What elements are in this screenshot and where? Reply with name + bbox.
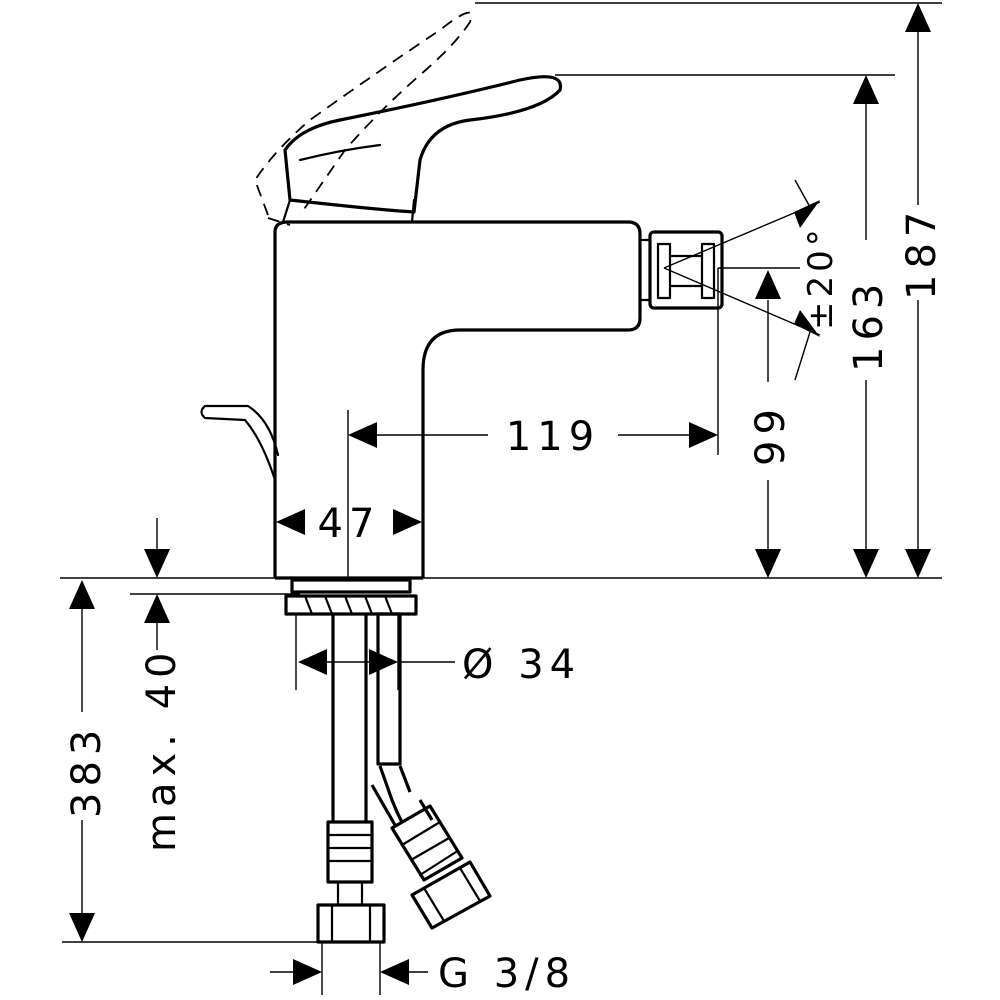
angle-label: ±20° [801, 225, 841, 330]
dimension-99: 99 [748, 270, 794, 578]
dimension-47-label: 47 [318, 501, 381, 547]
dimension-163: 163 [846, 75, 892, 578]
lever-handle-raised-outline [253, 11, 473, 226]
angle-arrow-bottom [794, 310, 820, 337]
dimension-119: 119 [348, 414, 718, 460]
reference-lines [60, 2, 942, 995]
dimension-119-label: 119 [506, 414, 600, 460]
dimension-187: 187 [899, 3, 945, 578]
dimension-diameter-34: Ø 34 [298, 642, 581, 688]
dimension-47: 47 [276, 501, 422, 547]
dimension-163-label: 163 [846, 278, 892, 372]
dimension-max-40: max. 40 [139, 518, 185, 852]
angle-indicator [663, 179, 821, 381]
dimension-187-label: 187 [899, 206, 945, 300]
pop-up-rod [200, 404, 280, 482]
dimension-g38: G 3/8 [270, 951, 576, 997]
dimension-g38-label: G 3/8 [438, 951, 576, 997]
dimension-max-40-label: max. 40 [139, 647, 185, 852]
dimension-383-label: 383 [64, 724, 110, 818]
swivel-aerator [638, 230, 724, 310]
lever-handle [283, 75, 563, 214]
supply-hoses [316, 612, 492, 944]
angle-arrow-top [794, 200, 820, 228]
mounting-fixture [284, 578, 418, 616]
dimension-diameter-34-label: Ø 34 [462, 642, 581, 688]
dimension-383: 383 [64, 580, 110, 942]
dimension-99-label: 99 [748, 403, 794, 466]
